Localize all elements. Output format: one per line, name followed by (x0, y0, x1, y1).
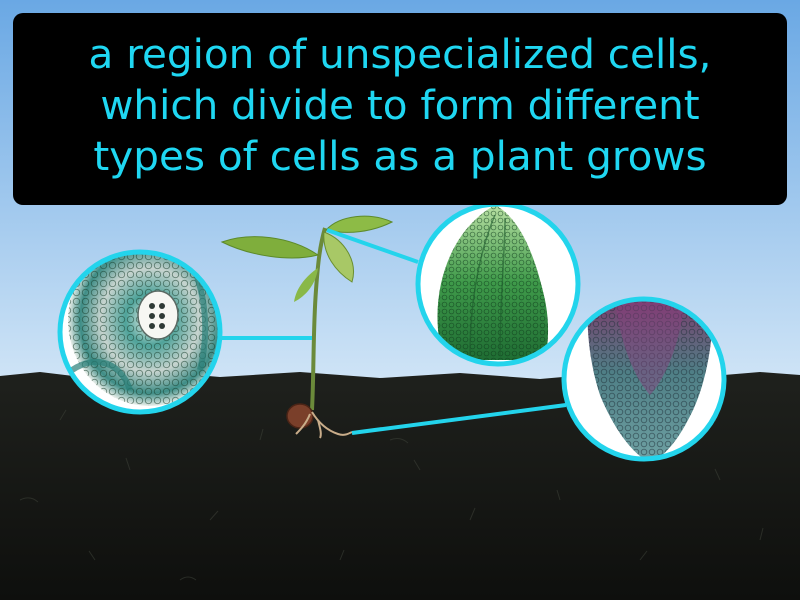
caption-line-3: types of cells as a plant grows (93, 132, 707, 180)
caption-line-2: which divide to form different (100, 81, 700, 129)
caption-line-1: a region of unspecialized cells, (88, 30, 712, 78)
soil-texture (19, 409, 764, 581)
small-leaf (294, 268, 318, 302)
left-leaf (220, 236, 320, 259)
definition-caption: a region of unspecialized cells, which d… (13, 13, 787, 205)
connector-lines (220, 228, 567, 435)
right-leaf (323, 231, 354, 283)
seedling-stem (310, 227, 327, 411)
stem-cross-section-callout (57, 249, 223, 415)
roots (295, 411, 353, 439)
root-apical-meristem-callout (561, 296, 727, 462)
upper-leaf (325, 215, 394, 233)
shoot-apical-meristem-callout (415, 201, 581, 367)
